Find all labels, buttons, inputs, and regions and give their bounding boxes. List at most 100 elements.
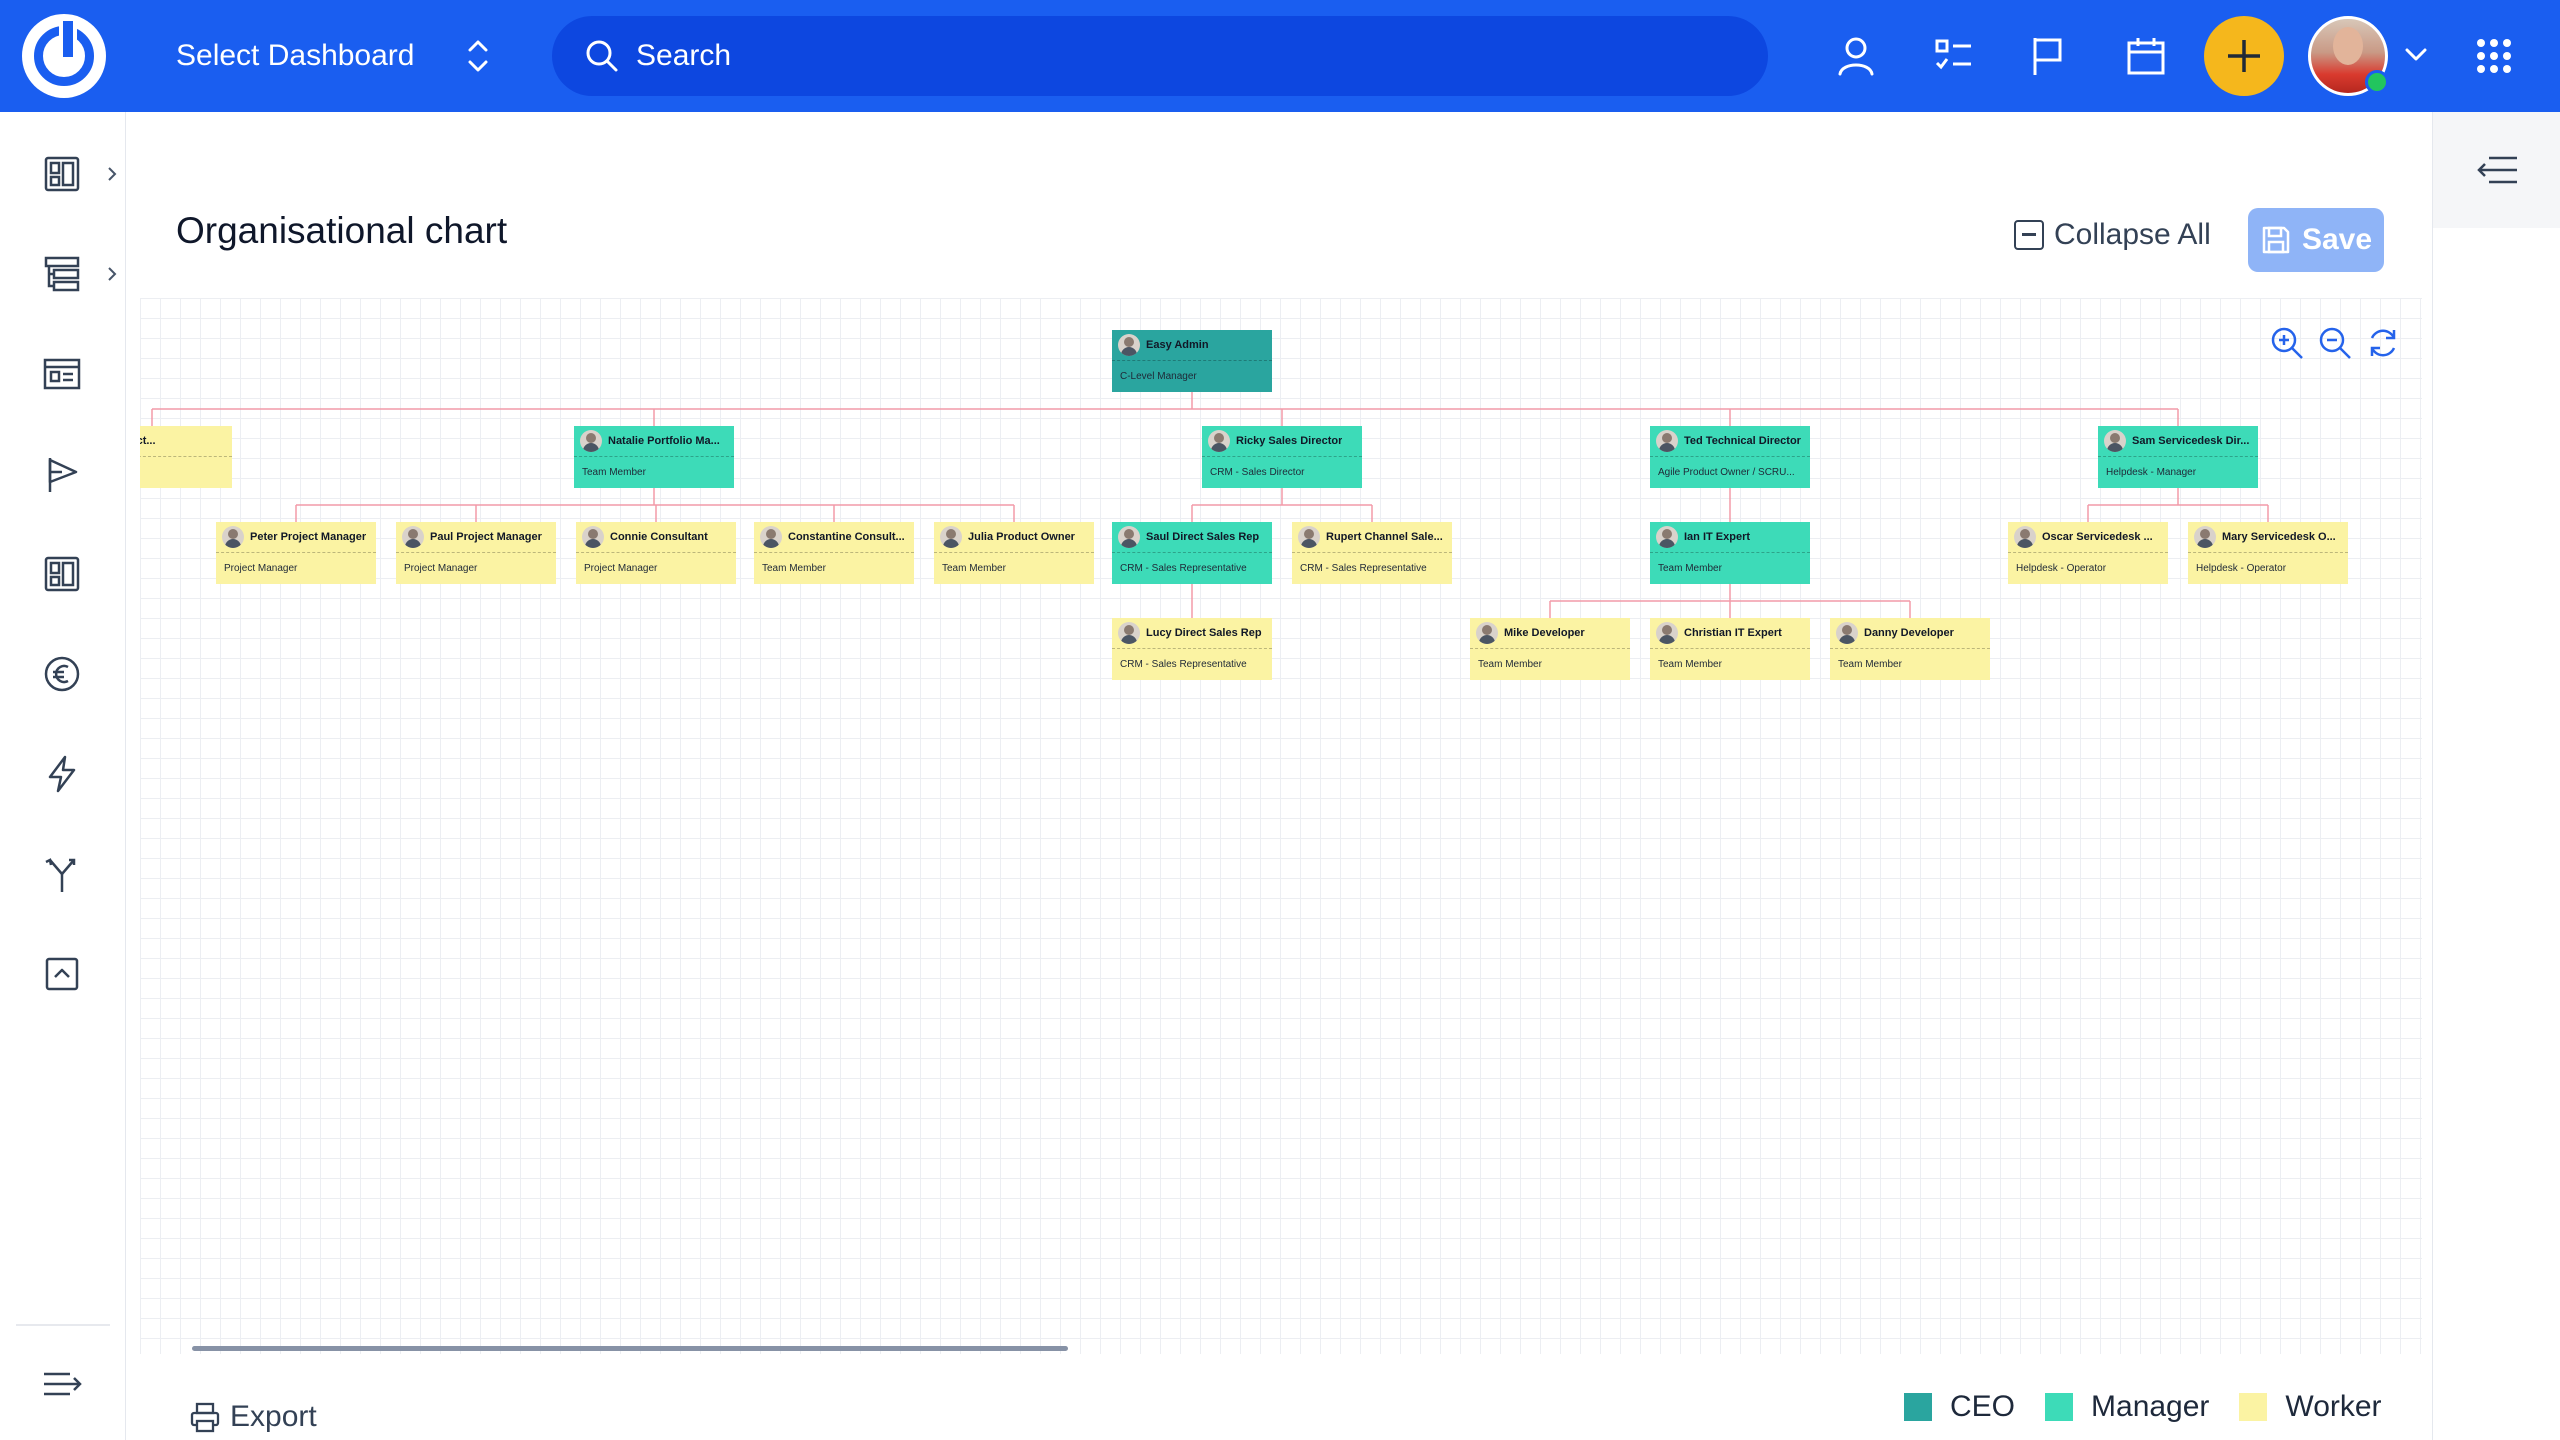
org-node-role: C-Level Manager [1120, 371, 1197, 382]
flag-icon[interactable] [2020, 28, 2076, 84]
sidebar-item-dashboard[interactable] [0, 134, 126, 214]
sidebar-expand-toggle[interactable] [0, 1344, 126, 1424]
org-node-natalie[interactable]: Natalie Portfolio Ma...Team Member [574, 426, 734, 488]
save-button[interactable]: Save [2248, 208, 2384, 272]
euro-icon [44, 656, 80, 692]
tree-list-icon [44, 256, 80, 292]
person-avatar [940, 526, 962, 548]
sidebar-item-upload[interactable] [0, 934, 126, 1014]
org-node-role: CRM - Sales Representative [1120, 659, 1247, 670]
org-node-name: Easy Admin [1146, 339, 1209, 351]
org-node-oscar[interactable]: Oscar Servicedesk ... Helpdesk - Operator [2008, 522, 2168, 584]
apps-grid-icon[interactable] [2466, 28, 2522, 84]
sidebar-item-actions[interactable] [0, 734, 126, 814]
org-node-constantine[interactable]: Constantine Consult...Team Member [754, 522, 914, 584]
person-avatar [222, 526, 244, 548]
upload-box-icon [45, 957, 79, 991]
horizontal-scrollbar[interactable] [192, 1346, 1068, 1351]
dashboard-selector[interactable]: Select Dashboard [176, 30, 492, 82]
chevron-right-icon [108, 267, 117, 281]
sidebar-item-milestones[interactable] [0, 434, 126, 514]
right-panel [2432, 112, 2560, 1440]
org-node-role: Project Manager [224, 563, 298, 574]
person-avatar [2014, 526, 2036, 548]
org-node-name: e Direct... [140, 435, 156, 447]
org-node-edge[interactable]: e Direct... [140, 426, 232, 488]
export-button[interactable]: Export [188, 1400, 317, 1434]
sidebar-item-calendar-board[interactable] [0, 334, 126, 414]
zoom-in-icon[interactable] [2268, 324, 2306, 362]
dashboard-icon [44, 156, 80, 192]
task-list-icon[interactable] [1926, 28, 1982, 84]
org-node-name: Sam Servicedesk Dir... [2132, 435, 2250, 447]
app-logo[interactable] [22, 14, 106, 98]
collapse-icon [2014, 220, 2044, 250]
org-node-name: Lucy Direct Sales Rep [1146, 627, 1262, 639]
org-node-header: Ted Technical Director [1650, 426, 1810, 457]
zoom-out-icon[interactable] [2316, 324, 2354, 362]
org-node-name: Oscar Servicedesk ... [2042, 531, 2153, 543]
org-node-name: Peter Project Manager [250, 531, 367, 543]
quick-add-button[interactable] [2204, 16, 2284, 96]
sidebar-item-tree-list[interactable] [0, 234, 126, 314]
user-icon[interactable] [1828, 28, 1884, 84]
chevron-down-icon[interactable] [2402, 40, 2430, 68]
org-node-role: Helpdesk - Operator [2016, 563, 2107, 574]
sidebar-item-finance[interactable] [0, 634, 126, 714]
export-label: Export [230, 1400, 317, 1433]
save-label: Save [2301, 223, 2373, 256]
org-node-name: Connie Consultant [610, 531, 708, 543]
search-input[interactable] [636, 39, 1736, 73]
search-bar[interactable] [552, 16, 1768, 96]
refresh-icon[interactable] [2364, 324, 2402, 362]
org-node-header: Natalie Portfolio Ma... [574, 426, 734, 457]
org-node-header: Oscar Servicedesk ... [2008, 522, 2168, 553]
org-node-header: Paul Project Manager [396, 522, 556, 553]
org-node-header: Easy Admin [1112, 330, 1272, 361]
org-node-mary[interactable]: Mary Servicedesk O... Helpdesk - Operator [2188, 522, 2348, 584]
collapse-all-button[interactable]: Collapse All [2014, 218, 2211, 252]
org-node-role: Project Manager [404, 563, 478, 574]
org-node-sam[interactable]: Sam Servicedesk Dir... Helpdesk - Manager [2098, 426, 2258, 488]
org-node-name: Mike Developer [1504, 627, 1585, 639]
person-avatar [582, 526, 604, 548]
org-node-role: CRM - Sales Director [1210, 467, 1305, 478]
org-node-name: Ted Technical Director [1684, 435, 1801, 447]
person-avatar [580, 430, 602, 452]
org-node-name: Julia Product Owner [968, 531, 1075, 543]
sidebar-item-widgets[interactable] [0, 534, 126, 614]
org-node-header: Connie Consultant [576, 522, 736, 553]
person-avatar [1836, 622, 1858, 644]
org-node-name: Mary Servicedesk O... [2222, 531, 2336, 543]
org-node-rupert[interactable]: Rupert Channel Sale...CRM - Sales Repres… [1292, 522, 1452, 584]
legend-item-worker: Worker [2239, 1390, 2382, 1424]
org-node-role: Helpdesk - Manager [2106, 467, 2197, 478]
person-avatar [1656, 430, 1678, 452]
sidebar-divider [16, 1324, 110, 1326]
dashboard-selector-label: Select Dashboard [176, 39, 415, 72]
sidebar-item-workflows[interactable] [0, 834, 126, 914]
org-node-name: Natalie Portfolio Ma... [608, 435, 720, 447]
right-panel-toggle[interactable] [2433, 112, 2560, 228]
search-icon [586, 40, 618, 72]
person-avatar [1298, 526, 1320, 548]
org-node-header: Rupert Channel Sale... [1292, 522, 1452, 553]
org-node-role: Helpdesk - Operator [2196, 563, 2287, 574]
calendar-icon[interactable] [2118, 28, 2174, 84]
left-sidebar [0, 112, 126, 1440]
collapse-panel-icon [2477, 156, 2517, 184]
